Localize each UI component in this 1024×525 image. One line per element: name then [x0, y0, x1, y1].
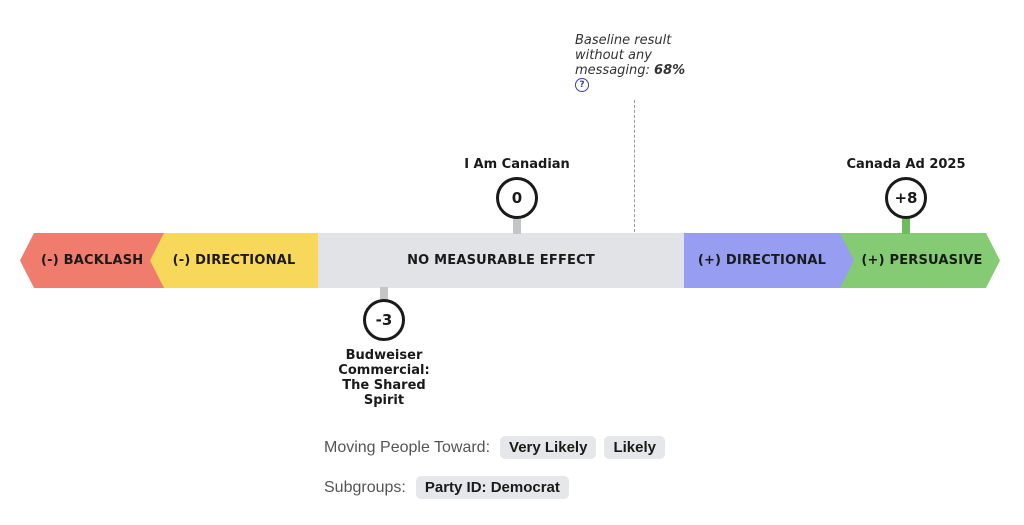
marker-label-budweiser-line-4: Spirit: [363, 393, 405, 408]
marker-label-budweiser: Budweiser Commercial: The Shared Spirit: [324, 348, 444, 408]
subgroups-label: Subgroups:: [324, 478, 406, 496]
marker-stem-i-am-canadian: [513, 214, 521, 234]
baseline-line-3: messaging: 68%: [575, 63, 725, 78]
marker-label-i-am-canadian: I Am Canadian: [464, 157, 570, 172]
marker-label-budweiser-line-1: Budweiser: [345, 348, 423, 363]
marker-budweiser[interactable]: -3: [363, 299, 405, 341]
marker-i-am-canadian[interactable]: 0: [496, 177, 538, 219]
marker-label-budweiser-line-2: Commercial:: [338, 363, 430, 378]
chip-very-likely[interactable]: Very Likely: [500, 436, 597, 459]
moving-people-filter: Moving People Toward: Very Likely Likely: [324, 436, 665, 459]
baseline-dashed-line: [634, 100, 635, 232]
marker-label-canada-ad-2025: Canada Ad 2025: [846, 157, 966, 172]
marker-stem-budweiser: [380, 287, 388, 305]
baseline-line-2: without any: [575, 48, 652, 63]
baseline-line-1: Baseline result: [575, 33, 672, 48]
baseline-prefix: messaging:: [575, 63, 655, 78]
marker-canada-ad-2025[interactable]: +8: [885, 177, 927, 219]
subgroups-filter: Subgroups: Party ID: Democrat: [324, 476, 569, 499]
chip-party-id-democrat[interactable]: Party ID: Democrat: [415, 476, 569, 499]
baseline-annotation: Baseline result without any messaging: 6…: [575, 33, 725, 78]
help-icon[interactable]: ?: [575, 78, 589, 92]
marker-stem-canada-ad-2025: [902, 214, 910, 234]
moving-people-label: Moving People Toward:: [324, 438, 491, 456]
band-negative-directional: (-) DIRECTIONAL: [150, 233, 318, 288]
band-persuasive: (+) PERSUASIVE: [838, 233, 1000, 288]
band-positive-directional: (+) DIRECTIONAL: [684, 233, 854, 288]
band-no-measurable-effect: NO MEASURABLE EFFECT: [318, 233, 684, 288]
marker-label-budweiser-line-3: The Shared: [342, 378, 426, 393]
baseline-value: 68%: [654, 63, 686, 78]
chip-likely[interactable]: Likely: [604, 436, 665, 459]
